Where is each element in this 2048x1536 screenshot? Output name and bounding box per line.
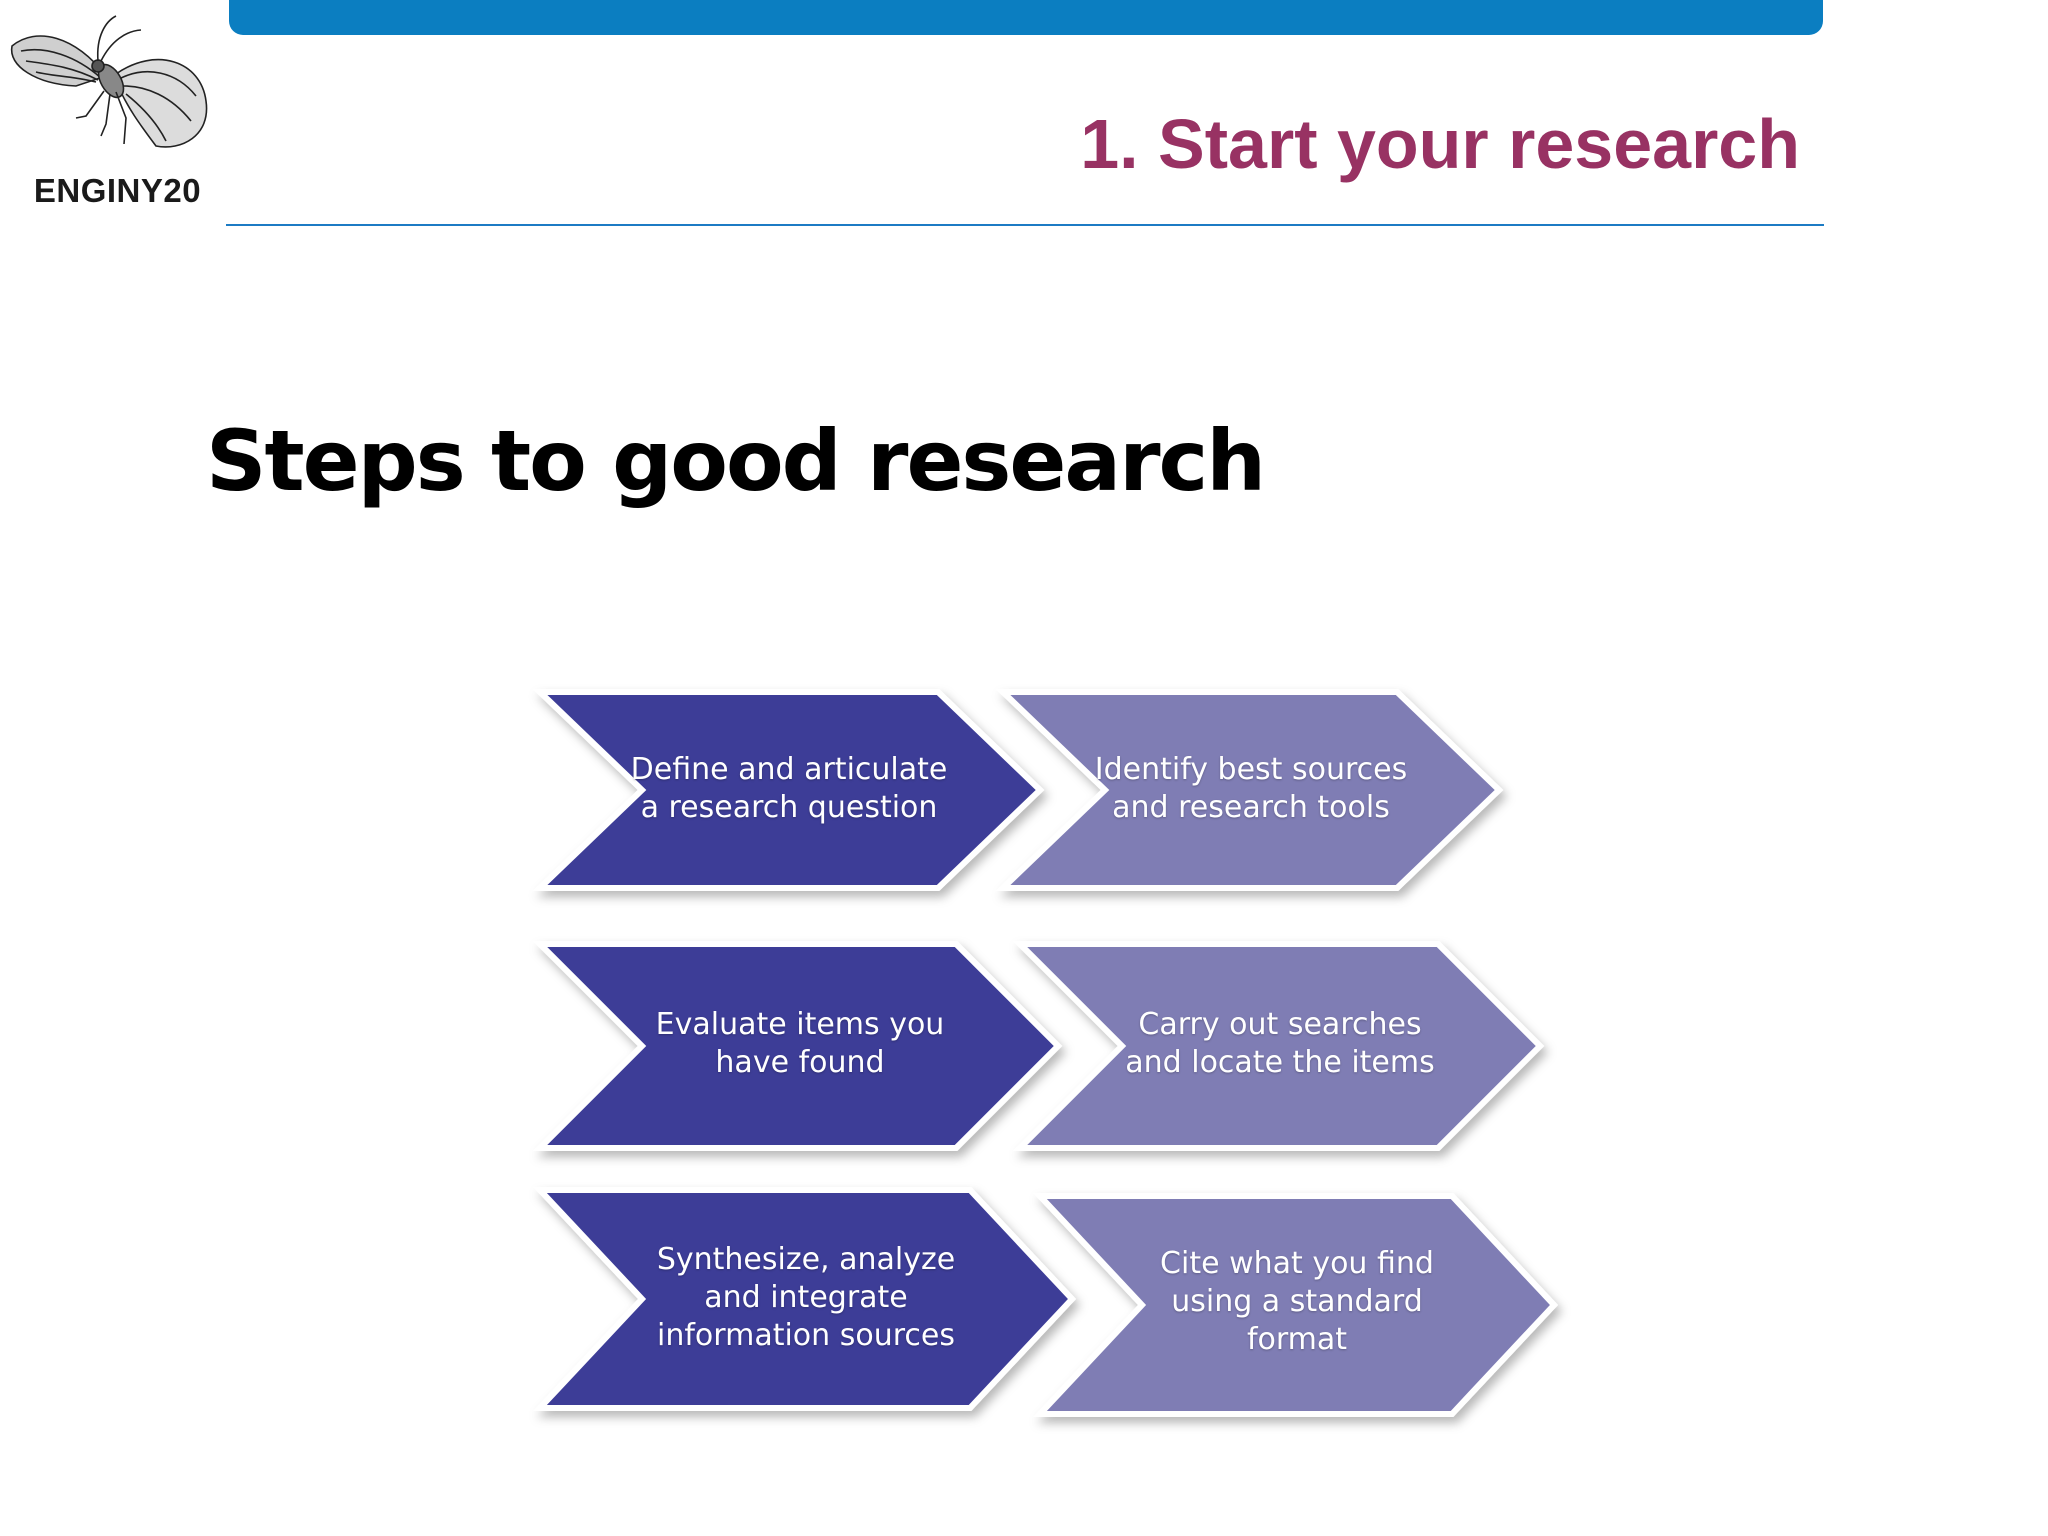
- step-label-line: Cite what you find: [1160, 1246, 1434, 1281]
- step-label-line: Define and articulate: [630, 752, 948, 787]
- page-title: Steps to good research: [206, 412, 1266, 510]
- step-label-line: using a standard: [1171, 1284, 1423, 1319]
- chevron-identify-sources: [995, 689, 1504, 891]
- step-label-line: Identify best sources: [1094, 752, 1408, 787]
- step-label-line: format: [1246, 1322, 1348, 1357]
- step-label-line: Carry out searches: [1138, 1007, 1422, 1042]
- logo-text: ENGINY20: [33, 172, 202, 209]
- step-label-line: Synthesize, analyze: [656, 1242, 956, 1277]
- header-divider: [226, 224, 1824, 226]
- step-label-line: and research tools: [1112, 790, 1390, 825]
- slide-header-title: 1. Start your research: [1080, 105, 1800, 183]
- chevron-synthesize-sources: [533, 1187, 1077, 1411]
- chevron-define-question: [532, 689, 1045, 891]
- step-label-line: Evaluate items you: [655, 1007, 945, 1042]
- chevron-evaluate-items: [532, 941, 1063, 1151]
- step-label-line: a research question: [640, 790, 938, 825]
- step-label-line: information sources: [657, 1318, 955, 1353]
- chevron-cite-findings: [1033, 1193, 1559, 1417]
- top-banner-bar: [229, 0, 1823, 35]
- butterfly-logo-icon: [10, 15, 208, 148]
- chevron-carry-out-searches: [1012, 941, 1545, 1151]
- step-label-line: and locate the items: [1125, 1045, 1435, 1080]
- step-label-line: and integrate: [704, 1280, 908, 1315]
- step-label-line: have found: [715, 1045, 885, 1080]
